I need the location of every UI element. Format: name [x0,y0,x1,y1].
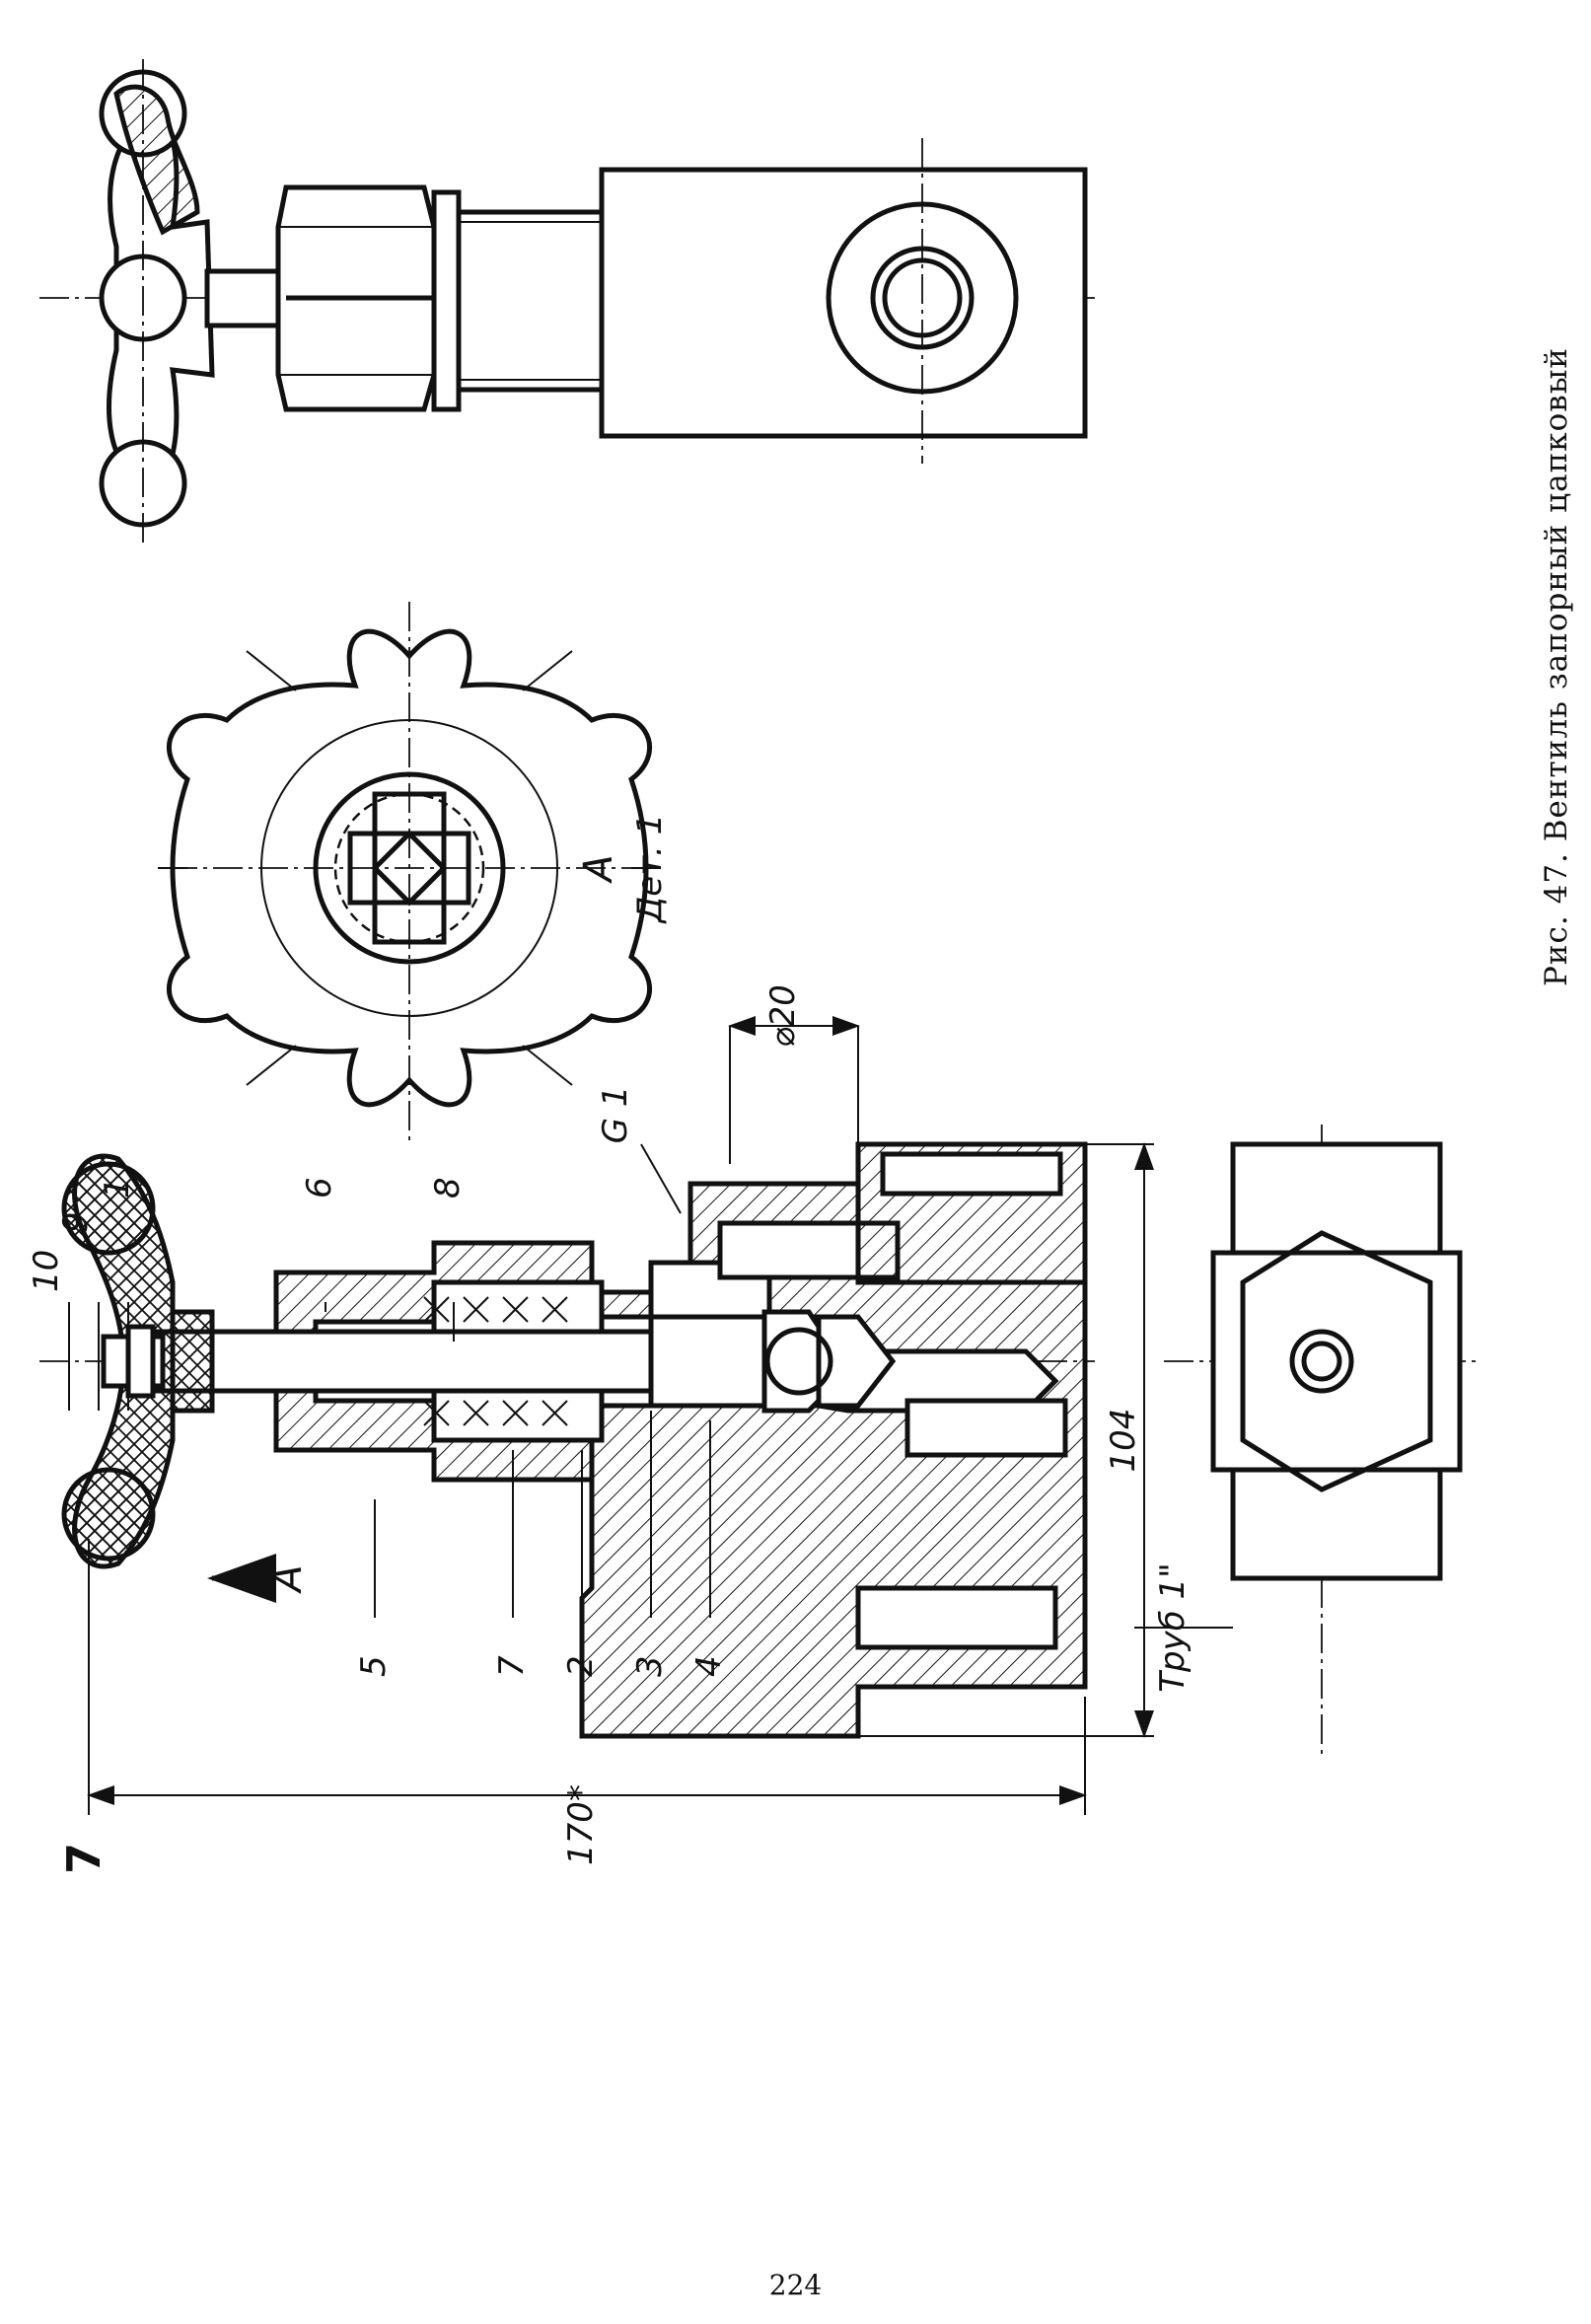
callout-leaders [68,1302,711,1618]
callout-1: 1 [98,1177,137,1198]
figure-caption: Рис. 47. Вентиль запорный цапковый [1539,346,1574,986]
callout-6: 6 [300,1177,339,1198]
callout-10: 10 [27,1250,66,1292]
dim-body-length: 104 [1104,1409,1143,1473]
dim-bore-diameter: ⌀20 [763,984,803,1048]
callout-2: 2 [561,1655,601,1677]
callout-3: 3 [630,1655,670,1677]
view-letter: A [576,854,621,884]
callout-9: 9 [56,1211,96,1233]
plan-view-lower [1164,1125,1480,1756]
main-section-view: A [39,1141,1095,1739]
callout-5: 5 [354,1655,394,1677]
side-view-upper [39,59,1095,543]
callout-8: 8 [428,1177,468,1198]
view-detail-label: Дет. 1 [630,814,670,925]
callout-4: 4 [689,1655,729,1677]
callout-7: 7 [492,1655,532,1677]
handwheel-view-a: A Дет. 1 [158,602,670,1144]
dimension-lines [87,1016,1233,1815]
dim-pipe-thread: Труб 1" [1153,1562,1193,1693]
page-number: 224 [768,2269,823,2301]
sheet-number: 7 [57,1842,110,1874]
view-arrow-label: A [265,1564,311,1594]
dim-thread: G 1 [596,1086,635,1144]
dim-overall-height: 170* [561,1784,601,1865]
